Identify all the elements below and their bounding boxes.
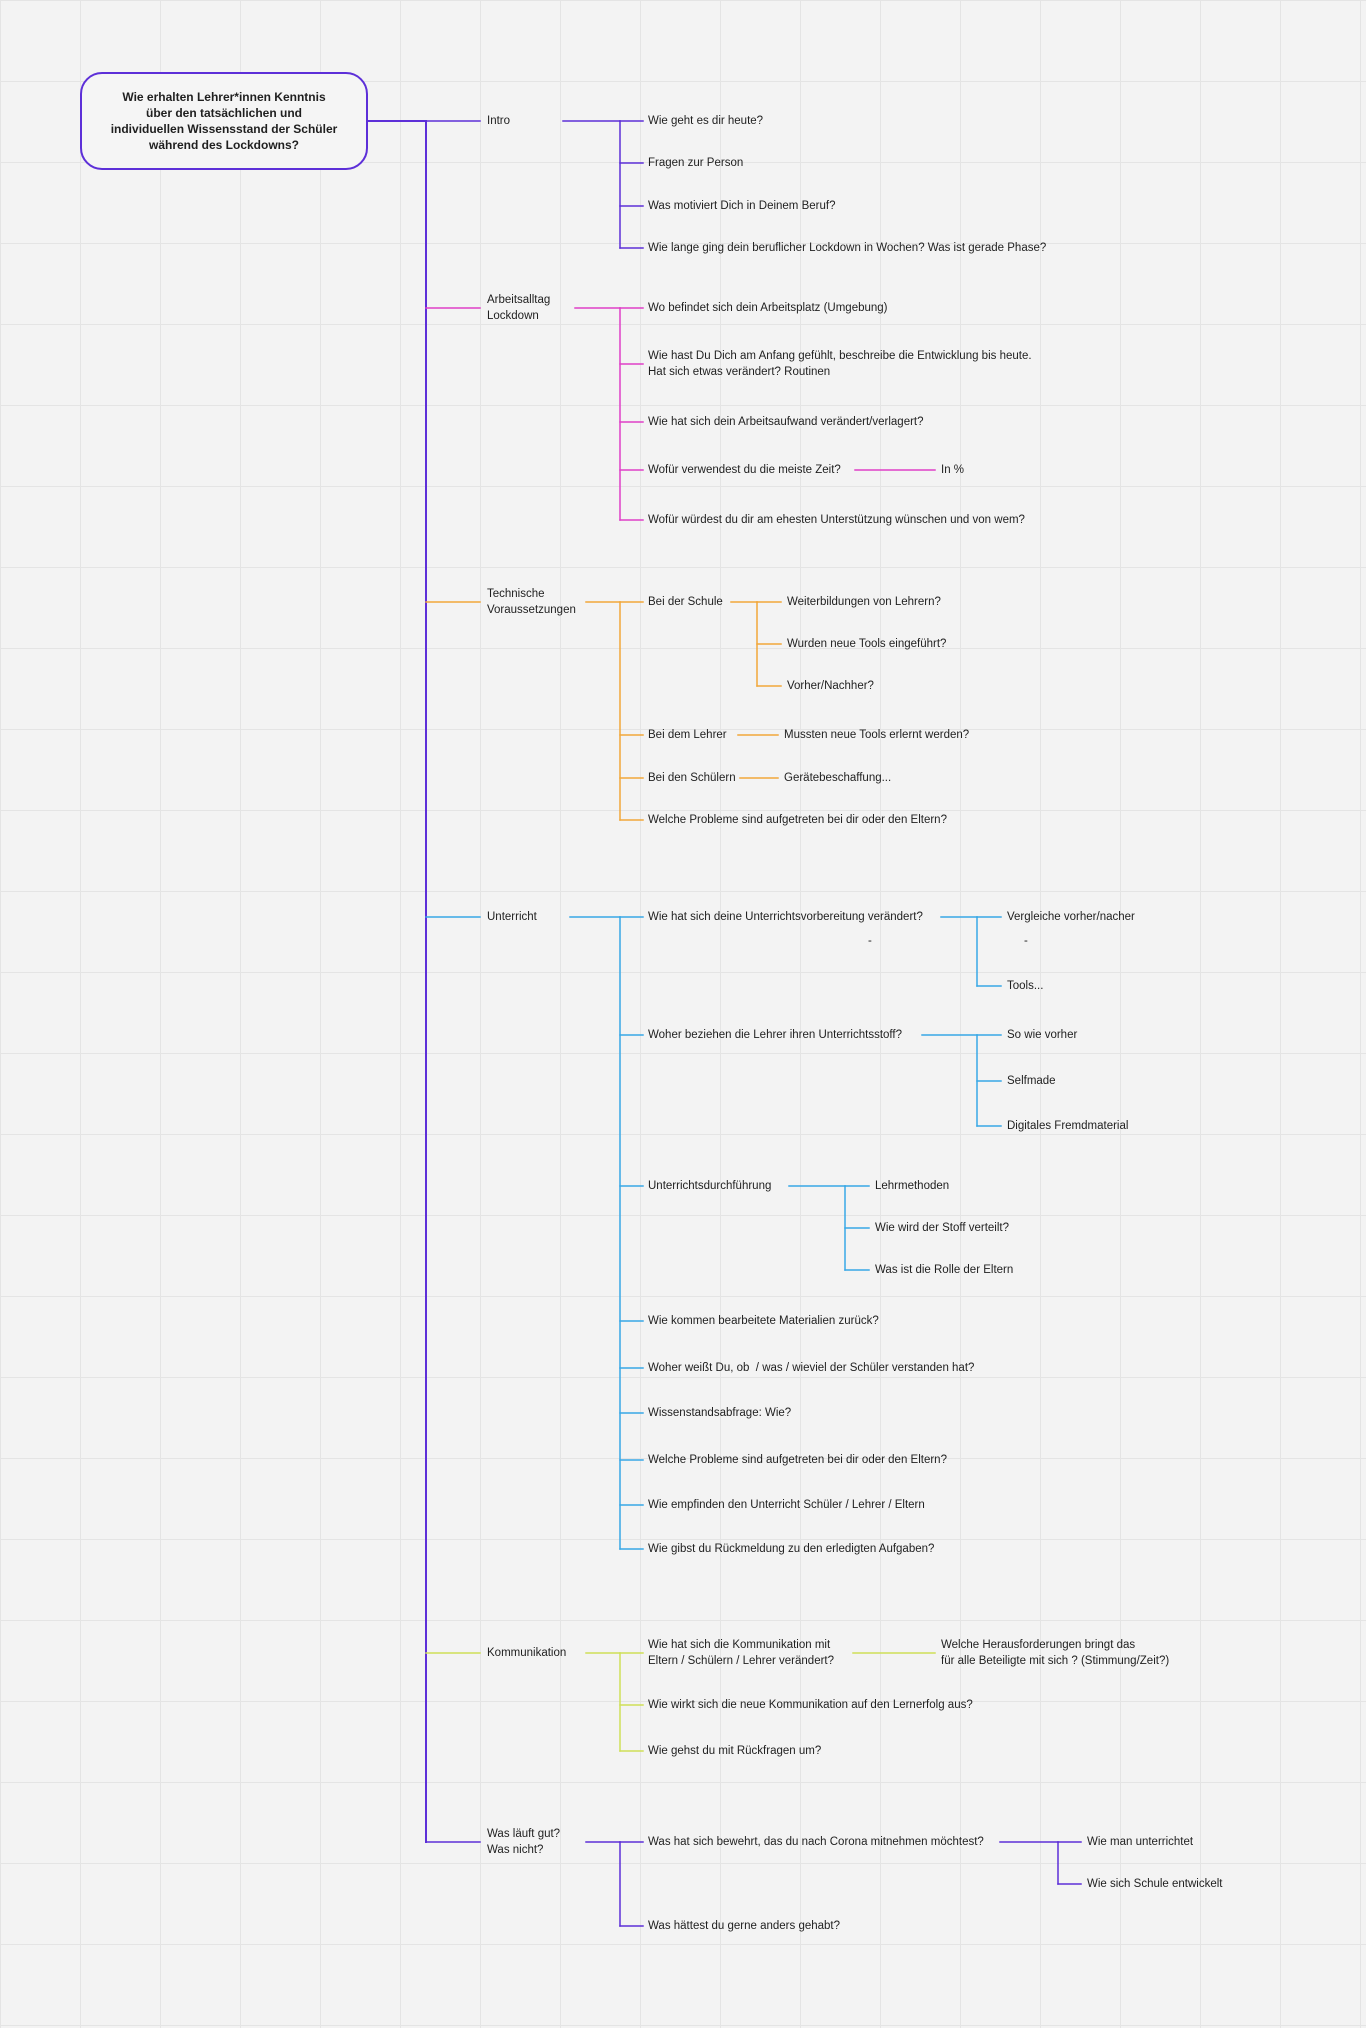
question-arbeitsalltag-3[interactable]: Wie hat sich dein Arbeitsaufwand verände…	[648, 416, 924, 428]
question-unterricht-durchfuehrung[interactable]: Unterrichtsdurchführung	[648, 1180, 772, 1192]
sub-unterricht-stoff-verteilt[interactable]: Wie wird der Stoff verteilt?	[875, 1222, 1010, 1234]
sub-technik-weiterbildungen[interactable]: Weiterbildungen von Lehrern?	[787, 596, 941, 608]
sub-arbeitsalltag-in-percent[interactable]: In %	[941, 464, 965, 476]
sub-unterricht-tools[interactable]: Tools...	[1007, 980, 1044, 992]
question-arbeitsalltag-5[interactable]: Wofür würdest du dir am ehesten Unterstü…	[648, 514, 1025, 526]
question-intro-2[interactable]: Fragen zur Person	[648, 157, 744, 169]
question-technik-schueler[interactable]: Bei den Schülern	[648, 772, 736, 784]
sub-fazit-unterrichtet[interactable]: Wie man unterrichtet	[1087, 1836, 1194, 1848]
question-unterricht-probleme[interactable]: Welche Probleme sind aufgetreten bei dir…	[648, 1454, 947, 1466]
sub-unterricht-so-wie-vorher[interactable]: So wie vorher	[1007, 1029, 1078, 1041]
question-technik-lehrer[interactable]: Bei dem Lehrer	[648, 729, 727, 741]
question-arbeitsalltag-1[interactable]: Wo befindet sich dein Arbeitsplatz (Umge…	[648, 302, 888, 314]
sub-technik-neue-tools[interactable]: Wurden neue Tools eingeführt?	[787, 638, 947, 650]
question-fazit-anders[interactable]: Was hättest du gerne anders gehabt?	[648, 1920, 841, 1932]
branch-arbeitsalltag[interactable]: Arbeitsalltag Lockdown	[487, 294, 551, 322]
branch-was-laeuft-gut[interactable]: Was läuft gut? Was nicht?	[487, 1828, 561, 1856]
sub-unterricht-rolle-eltern[interactable]: Was ist die Rolle der Eltern	[875, 1264, 1014, 1276]
stray-dash-mark: -	[1024, 935, 1028, 947]
branch-unterricht[interactable]: Unterricht	[487, 911, 537, 923]
question-unterricht-verstanden[interactable]: Woher weißt Du, ob / was / wieviel der S…	[648, 1362, 975, 1374]
branch-kommunikation[interactable]: Kommunikation	[487, 1647, 567, 1659]
question-intro-3[interactable]: Was motiviert Dich in Deinem Beruf?	[648, 200, 836, 212]
question-kommunikation-lernerfolg[interactable]: Wie wirkt sich die neue Kommunikation au…	[648, 1699, 973, 1711]
sub-unterricht-vergleiche[interactable]: Vergleiche vorher/nacher	[1007, 911, 1135, 923]
sub-unterricht-selfmade[interactable]: Selfmade	[1007, 1075, 1056, 1087]
question-unterricht-rueckmeldung[interactable]: Wie gibst du Rückmeldung zu den erledigt…	[648, 1543, 935, 1555]
question-unterricht-vorbereitung[interactable]: Wie hat sich deine Unterrichtsvorbereitu…	[648, 911, 923, 923]
sub-unterricht-lehrmethoden[interactable]: Lehrmethoden	[875, 1180, 950, 1192]
question-intro-4[interactable]: Wie lange ging dein beruflicher Lockdown…	[648, 242, 1047, 254]
root-question-label: Wie erhalten Lehrer*innen Kenntnis über …	[110, 90, 338, 152]
question-unterricht-empfinden[interactable]: Wie empfinden den Unterricht Schüler / L…	[648, 1499, 925, 1511]
question-technik-probleme[interactable]: Welche Probleme sind aufgetreten bei dir…	[648, 814, 947, 826]
question-kommunikation-rueckfragen[interactable]: Wie gehst du mit Rückfragen um?	[648, 1745, 822, 1757]
root-question-node[interactable]: Wie erhalten Lehrer*innen Kenntnis über …	[80, 72, 368, 170]
stray-dash-mark: -	[868, 935, 872, 947]
question-unterricht-materialien[interactable]: Wie kommen bearbeitete Materialien zurüc…	[648, 1315, 879, 1327]
sub-technik-geraetebeschaffung[interactable]: Gerätebeschaffung...	[784, 772, 892, 784]
sub-fazit-schule-entwickelt[interactable]: Wie sich Schule entwickelt	[1087, 1878, 1223, 1890]
branch-technische-voraussetzungen[interactable]: Technische Voraussetzungen	[487, 588, 576, 616]
question-arbeitsalltag-4[interactable]: Wofür verwendest du die meiste Zeit?	[648, 464, 841, 476]
question-technik-schule[interactable]: Bei der Schule	[648, 596, 723, 608]
question-arbeitsalltag-2[interactable]: Wie hast Du Dich am Anfang gefühlt, besc…	[648, 350, 1032, 378]
question-fazit-bewaehrt[interactable]: Was hat sich bewehrt, das du nach Corona…	[648, 1836, 984, 1848]
question-intro-1[interactable]: Wie geht es dir heute?	[648, 115, 764, 127]
question-kommunikation-veraendert[interactable]: Wie hat sich die Kommunikation mit Elter…	[648, 1639, 835, 1667]
sub-unterricht-fremdmaterial[interactable]: Digitales Fremdmaterial	[1007, 1120, 1129, 1132]
branch-intro[interactable]: Intro	[487, 115, 511, 127]
sub-technik-vorher-nachher[interactable]: Vorher/Nachher?	[787, 680, 874, 692]
question-unterricht-wissensstand[interactable]: Wissenstandsabfrage: Wie?	[648, 1407, 792, 1419]
question-unterricht-stoff[interactable]: Woher beziehen die Lehrer ihren Unterric…	[648, 1029, 902, 1041]
sub-technik-tools-erlernt[interactable]: Mussten neue Tools erlernt werden?	[784, 729, 970, 741]
sub-kommunikation-herausforderungen[interactable]: Welche Herausforderungen bringt das für …	[941, 1639, 1170, 1667]
